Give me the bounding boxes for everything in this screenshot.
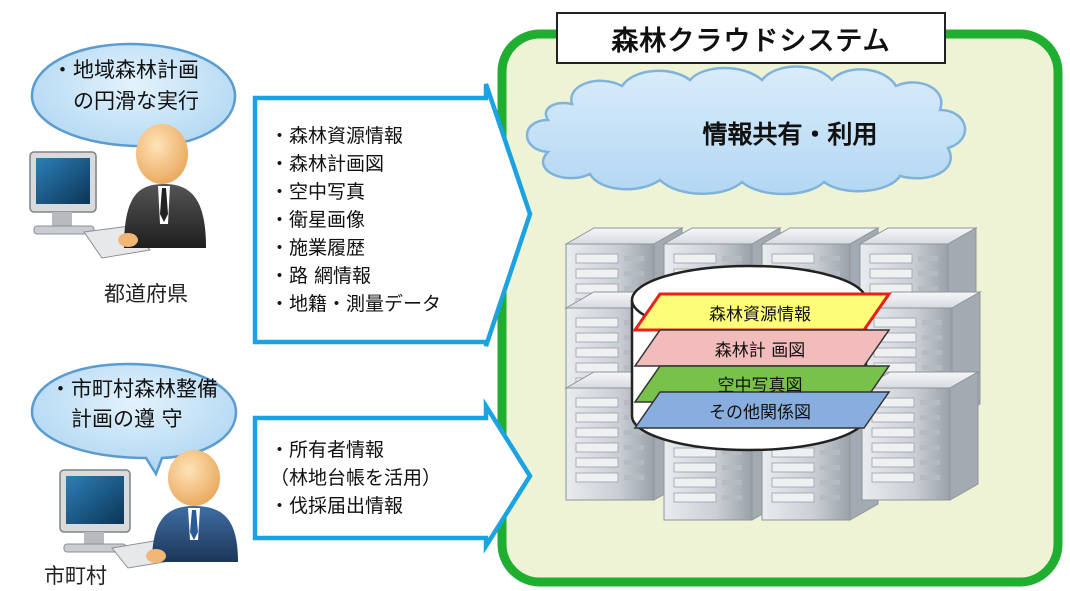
prefecture-bubble-line-1: ・地域森林計画 [52, 58, 199, 82]
municipality-user-icon [59, 450, 238, 569]
municipality-item: ・伐採届出情報 [270, 495, 404, 517]
prefecture-item: ・衛星画像 [270, 209, 366, 231]
system-title: 森林クラウドシステム [556, 12, 946, 64]
layer-label-3: 空中写真図 [717, 376, 803, 396]
municipality-bubble-line-1: ・市町村森林整備 [50, 377, 218, 401]
cloud-label: 情報共有・利用 [702, 120, 878, 149]
prefecture-item: ・施業履歴 [270, 237, 366, 259]
prefecture-data-list: ・森林資源情報 ・森林計画図 ・空中写真 ・衛星画像 ・施業履歴 ・路 網情報 … [270, 122, 441, 318]
municipality-bubble-line-2: 計画の遵 守 [50, 407, 183, 431]
server-tower [860, 371, 980, 501]
prefecture-user-icon [29, 124, 206, 259]
layer-shape-4 [633, 391, 891, 429]
prefecture-item: ・地籍・測量データ [270, 293, 442, 315]
prefecture-item: ・森林計画図 [270, 153, 385, 175]
cloud-shape [525, 65, 967, 196]
municipality-data-list: ・所有者情報 （林地台帳を活用） ・伐採届出情報 [270, 436, 441, 520]
layer-label-1: 森林資源情報 [709, 305, 811, 325]
layer-label-2: 森林計 画図 [714, 341, 806, 361]
layer-label-4: その他関係図 [709, 403, 811, 423]
municipality-item: ・所有者情報 [270, 439, 385, 461]
prefecture-label: 都道府県 [104, 282, 188, 306]
prefecture-item: ・空中写真 [270, 181, 366, 203]
municipality-label: 市町村 [44, 564, 107, 588]
arrow-callout-municipality [252, 398, 533, 554]
prefecture-item: ・路 網情報 [270, 265, 372, 287]
arrow-callout-prefecture [252, 83, 533, 347]
municipality-item: （林地台帳を活用） [270, 467, 442, 489]
prefecture-item: ・森林資源情報 [270, 125, 404, 147]
speech-bubble-municipality [30, 362, 238, 477]
prefecture-bubble-line-2: の円滑な実行 [52, 89, 199, 113]
